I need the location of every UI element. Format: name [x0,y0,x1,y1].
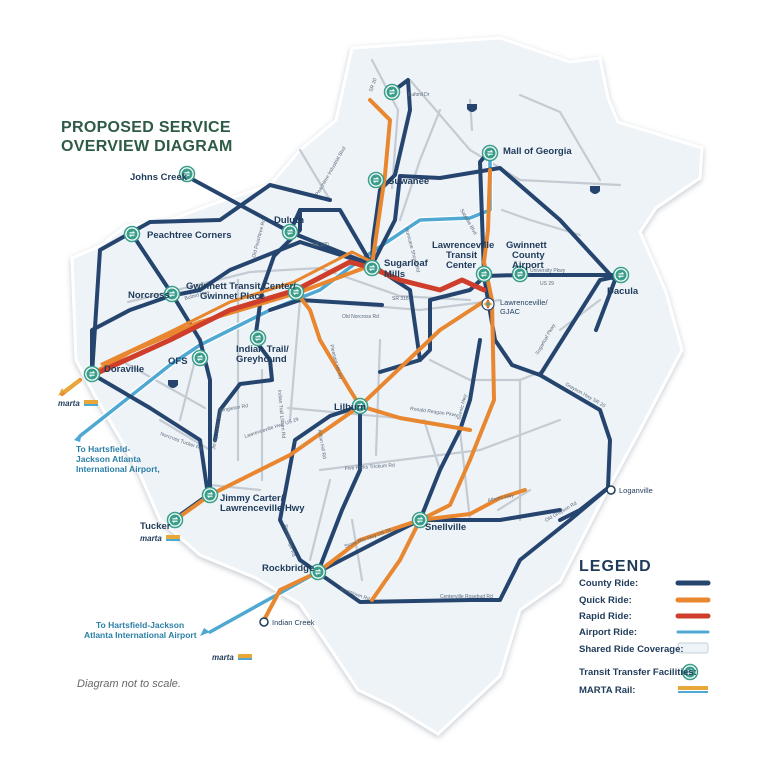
marta-rail [58,378,82,396]
label-lgjac-2: GJAC [500,307,521,316]
label-ltc-1: Lawrenceville [432,240,494,251]
label-dacula: Dacula [607,286,639,297]
transfer-mall-of-georgia[interactable] [481,144,499,162]
legend-airport-ride: Airport Ride: [579,627,638,638]
svg-text:University Pkwy: University Pkwy [530,268,566,274]
label-rockbridge: Rockbridge [262,563,314,574]
label-snellville: Snellville [425,522,466,533]
svg-text:Centerville Rosebud Rd: Centerville Rosebud Rd [440,594,493,600]
marta-logo-airport: marta [212,653,252,662]
label-jimmy-carter-1: Jimmy Carter/ [220,493,284,504]
page-title-line1: PROPOSED SERVICE [61,119,231,136]
label-indian-trail-1: Indian Trail/ [236,344,289,355]
legend-swatches [675,580,711,693]
label-gtc-1: Gwinnett Transit Center/ [186,281,296,292]
svg-text:marta: marta [212,653,234,662]
quick-ride-lines [60,98,527,622]
legend-county-ride: County Ride: [579,578,639,589]
label-norcross: Norcross [128,290,170,301]
legend-shared-ride: Shared Ride Coverage: [579,644,684,655]
loganville-dot[interactable] [606,485,616,495]
airport-destination-labels: To Hartsfield- Jackson Atlanta Internati… [76,444,197,640]
label-loganville: Loganville [619,486,653,495]
transfer-lawrenceville-tc[interactable] [475,265,493,283]
label-gtc-2: Gwinnet Place [200,291,265,302]
label-doraville: Doraville [104,364,144,375]
label-ltc-3: Center [446,260,476,271]
marta-logo-tucker: marta [140,534,180,543]
label-ltc-2: Transit [446,250,478,261]
marta-logos: marta marta marta [58,399,252,662]
legend-marta-rail: MARTA Rail: [579,685,636,696]
county-ride-lines [90,78,626,604]
svg-text:Jackson Atlanta: Jackson Atlanta [76,454,141,464]
transfer-jimmy-carter[interactable] [201,486,219,504]
page-title: PROPOSED SERVICE OVERVIEW DIAGRAM [61,118,233,156]
label-sugarloaf-2: Mills [384,269,405,280]
indian-creek-dot[interactable] [259,617,269,627]
marta-logo-doraville: marta [58,399,98,408]
interstate-shields [168,104,600,388]
label-indian-trail-2: Greyhound [236,354,287,365]
label-duluth: Duluth [274,215,304,226]
svg-text:Old Norcross Rd: Old Norcross Rd [342,314,379,320]
svg-text:Five Forks Trickum Rd: Five Forks Trickum Rd [345,463,396,472]
svg-text:Buford Dr: Buford Dr [408,92,430,98]
label-tucker: Tucker [140,521,171,532]
rapid-ride-lines [92,250,487,377]
label-suwanee: Suwanee [388,176,429,187]
transfer-sr20[interactable] [383,83,401,101]
transfer-peachtree-corners[interactable] [123,225,141,243]
transfer-dacula[interactable] [612,266,630,284]
label-gca-3: Airport [512,260,545,271]
legend-quick-ride: Quick Ride: [579,595,632,606]
transfer-suwanee[interactable] [367,171,385,189]
label-gca-2: County [512,250,545,261]
svg-text:SR 20: SR 20 [368,77,378,92]
svg-text:US 29: US 29 [540,281,554,287]
svg-text:marta: marta [58,399,80,408]
svg-text:SR 316: SR 316 [392,296,409,302]
svg-text:SR 120: SR 120 [312,242,329,248]
legend-title: LEGEND [579,558,652,575]
label-jimmy-carter-2: Lawrenceville Hwy [220,503,305,514]
svg-text:Indian Trail Lilburn Rd: Indian Trail Lilburn Rd [276,390,286,439]
transfer-doraville[interactable] [83,365,101,383]
legend-rapid-ride: Rapid Ride: [579,611,632,622]
page-title-line2: OVERVIEW DIAGRAM [61,138,233,155]
gjac-marker[interactable] [481,297,495,311]
label-gca-1: Gwinnett [506,240,547,251]
transfer-duluth[interactable] [281,223,299,241]
svg-text:To Hartsfield-: To Hartsfield- [76,444,130,454]
transfer-sugarloaf-mills[interactable] [363,259,381,277]
svg-text:To Hartsfield-Jackson: To Hartsfield-Jackson [96,620,184,630]
svg-text:International Airport,: International Airport, [76,464,160,474]
svg-text:Athens Hwy: Athens Hwy [487,492,515,504]
legend-transfer-facilities: Transit Transfer Facilities: [579,667,697,678]
label-lgjac-1: Lawrenceville/ [500,298,548,307]
label-peachtree-corners: Peachtree Corners [147,230,231,241]
label-lilburn: Lilburn [334,402,366,413]
svg-text:marta: marta [140,534,162,543]
label-ofs: OFS [168,356,188,367]
transfer-ofs[interactable] [191,349,209,367]
scale-note: Diagram not to scale. [77,678,181,690]
svg-text:Singleton Rd: Singleton Rd [219,403,248,414]
svg-text:Killian Hill Rd: Killian Hill Rd [316,429,327,459]
svg-text:Atlanta International Airport: Atlanta International Airport [84,630,197,640]
label-mall-of-georgia: Mall of Georgia [503,146,572,157]
label-johns-creek: Johns Creek [130,172,188,183]
label-sugarloaf-1: Sugarloaf [384,258,429,269]
label-indian-creek: Indian Creek [272,618,315,627]
station-labels: Johns Creek Peachtree Corners Norcross D… [104,146,653,627]
